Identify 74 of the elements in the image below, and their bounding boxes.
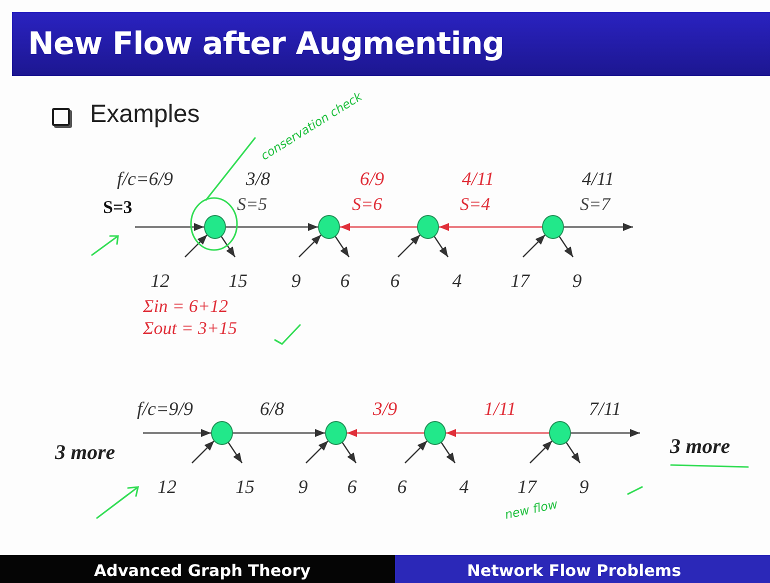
edge-label: 1/11 [484,399,516,421]
arrow [440,442,456,464]
arrow [306,440,329,464]
edge-label: 6 [340,271,350,293]
arrow [439,223,542,231]
arrow [446,429,549,437]
flow-value: S=3 [103,197,132,218]
arrow [404,440,428,464]
edge-label: f/c=9/9 [136,399,194,421]
note-text: 3 more [55,440,116,465]
edge-label: 6 [347,477,357,499]
arrow [298,234,322,258]
arrow [566,442,581,464]
node-circle [211,421,233,445]
edge-label: 9 [291,271,301,293]
arrow [334,236,350,258]
footer-text: Network Flow Problems [467,561,682,580]
arrow [220,236,236,258]
node-circle [424,421,446,445]
node-circle [318,215,340,239]
node-circle [417,215,439,239]
arrow [522,234,546,258]
edge-label: 6/8 [260,399,284,421]
node-circle [325,421,347,445]
sum-formula: Σin = 6+12 [143,296,228,317]
flow-value: S=4 [460,194,490,215]
edge-label: 15 [236,477,254,499]
arrow [233,429,325,437]
edge-label: 12 [158,477,176,499]
node-circle [549,421,571,445]
edge-label: 9 [572,271,582,293]
edge-label: 6 [397,477,407,499]
arrow [564,223,633,231]
edge-label: 3/9 [372,399,398,421]
edge-label: 15 [228,271,248,293]
arrow [184,234,208,258]
edge-label: 6/9 [360,169,384,191]
arrow [398,234,421,258]
edge-label: 4/11 [462,169,494,191]
edge-label: 17 [518,477,536,499]
node-circle [542,215,564,239]
edge-label: 4 [452,271,462,293]
arrow [434,236,449,258]
edge-label: 9 [298,477,308,499]
edge-label: 4 [459,477,469,499]
heading: Examples [90,100,200,129]
arrow [530,440,553,464]
arrow [143,429,211,437]
edge-label: 7/11 [588,399,622,421]
arrow [340,223,417,231]
sum-formula: Σout = 3+15 [143,318,237,339]
edge-label: f/c=6/9 [116,169,174,191]
flow-value: S=6 [352,194,382,215]
arrow [228,442,243,464]
note-text: 3 more [670,434,730,459]
edge-label: 17 [510,271,530,293]
handwritten-note: new flow [504,497,559,522]
edge-label: 12 [150,271,170,293]
arrow [571,429,640,437]
edge-label: 4/11 [582,169,614,191]
arrow [342,442,357,464]
edge-label: 9 [579,477,589,499]
arrow [192,440,215,464]
arrow [558,236,574,258]
arrow [347,429,424,437]
edge-label: 6 [390,271,400,293]
arrow [135,223,204,231]
slide-title: New Flow after Augmenting [28,26,504,62]
flow-value: S=7 [580,194,610,215]
node-circle [204,215,226,239]
arrow [226,223,318,231]
flow-value: S=5 [237,194,268,215]
footer-text: Advanced Graph Theory [94,561,311,580]
edge-label: 3/8 [246,169,270,191]
